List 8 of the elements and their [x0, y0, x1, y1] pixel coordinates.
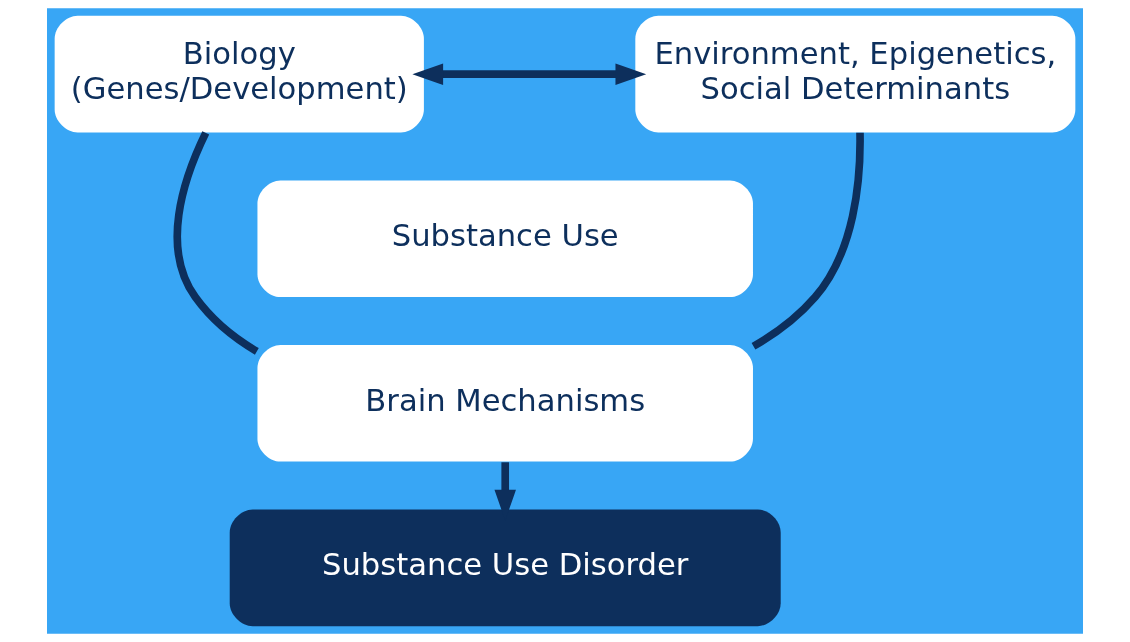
node-box: Brain Mechanisms [257, 344, 753, 462]
arrow [412, 63, 647, 85]
node-box: Environment, Epigenetics, Social Determinants [635, 15, 1076, 133]
connector [751, 132, 864, 350]
node-box: Biology (Genes/Development) [54, 15, 424, 133]
node-box: Substance Use Disorder [229, 509, 781, 627]
node-box: Substance Use [257, 180, 753, 298]
connector [173, 131, 259, 355]
